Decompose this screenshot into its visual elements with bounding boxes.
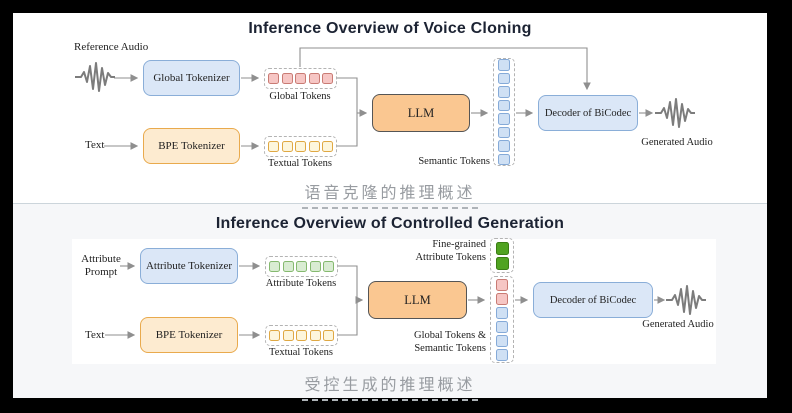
panel-divider [13,203,767,204]
blue-token [498,126,510,138]
global-semantic-tokens-group [490,276,514,363]
yellow-token [309,330,321,341]
attribute-prompt-line2: Prompt [84,266,118,278]
global-tokens-group [264,68,337,89]
output-label-line1: Global Tokens & [414,330,486,341]
blue-token [496,320,508,333]
global-tokenizer-box: Global Tokenizer [143,60,240,96]
generated-audio-label-2: Generated Audio [642,319,714,330]
blue-token [498,72,510,84]
solid-green-token [495,256,509,270]
bpe-tokenizer-box-2: BPE Tokenizer [140,317,238,353]
attribute-tokens-label: Attribute Tokens [265,278,337,289]
fine-grained-label-line2: Attribute Tokens [415,251,486,263]
yellow-token [296,330,307,341]
voice-cloning-title: Inference Overview of Voice Cloning [248,20,532,37]
green-token [296,261,307,272]
output-label-line2: Semantic Tokens [414,342,486,354]
blue-token [496,348,508,361]
blue-token [498,153,510,165]
yellow-token [282,330,294,341]
controlled-generation-title: Inference Overview of Controlled Generat… [215,215,565,232]
text-input-label: Text [85,139,105,151]
solid-green-token [495,241,509,255]
text-input-label-2: Text [85,329,105,341]
voice-cloning-caption: 语音克隆的推理概述 [302,179,478,209]
global-tokens-label: Global Tokens [269,91,331,102]
global-semantic-tokens-label: Global Tokens & Semantic Tokens [382,330,486,355]
generated-audio-waveform-icon [655,98,695,128]
decoder-of-bicodec-box-2: Decoder of BiCodec [533,282,653,318]
blue-token [496,306,508,319]
controlled-generation-caption: 受控生成的推理概述 [302,371,478,401]
pink-token [268,73,279,84]
yellow-token [268,141,279,152]
voice-cloning-caption-row: 语音克隆的推理概述 [13,179,767,209]
bpe-tokenizer-box: BPE Tokenizer [143,128,240,164]
yellow-token [322,141,333,152]
yellow-token [281,141,293,152]
pink-token [322,73,333,84]
pink-token [496,278,508,291]
blue-token [498,99,510,111]
yellow-token [323,330,334,341]
reference-audio-waveform-icon [75,62,115,92]
semantic-tokens-label: Semantic Tokens [418,156,490,167]
generated-audio-label: Generated Audio [641,137,713,148]
semantic-tokens-group [493,58,515,166]
attribute-prompt-line1: Attribute [81,253,121,265]
blue-token [496,334,508,347]
pink-token [308,73,320,84]
pink-token [496,292,508,305]
reference-audio-label: Reference Audio [74,41,149,53]
llm-box-2: LLM [368,281,467,319]
attribute-prompt-label: Attribute Prompt [69,253,133,279]
fine-grained-attribute-tokens-label: Fine-grained Attribute Tokens [382,239,486,264]
llm-box: LLM [372,94,470,132]
green-token [309,261,321,272]
attribute-tokens-group [265,256,338,277]
controlled-generation-caption-row: 受控生成的推理概述 [13,371,767,401]
green-token [282,261,294,272]
green-token [269,261,280,272]
fine-grained-label-line1: Fine-grained [432,239,486,250]
decoder-of-bicodec-box: Decoder of BiCodec [538,95,638,131]
textual-tokens-group [264,136,337,157]
blue-token [498,59,510,71]
yellow-token [269,330,280,341]
blue-token [498,113,510,125]
blue-token [498,86,510,98]
attribute-tokenizer-box: Attribute Tokenizer [140,248,238,284]
pink-token [281,73,293,84]
textual-tokens-group-2 [265,325,338,346]
fine-grained-attribute-tokens-group [490,238,514,273]
yellow-token [308,141,320,152]
blue-token [498,140,510,152]
textual-tokens-label: Textual Tokens [268,158,332,169]
yellow-token [295,141,306,152]
textual-tokens-label-2: Textual Tokens [269,347,333,358]
pink-token [295,73,306,84]
green-token [323,261,334,272]
generated-audio-waveform-icon-2 [666,285,706,315]
